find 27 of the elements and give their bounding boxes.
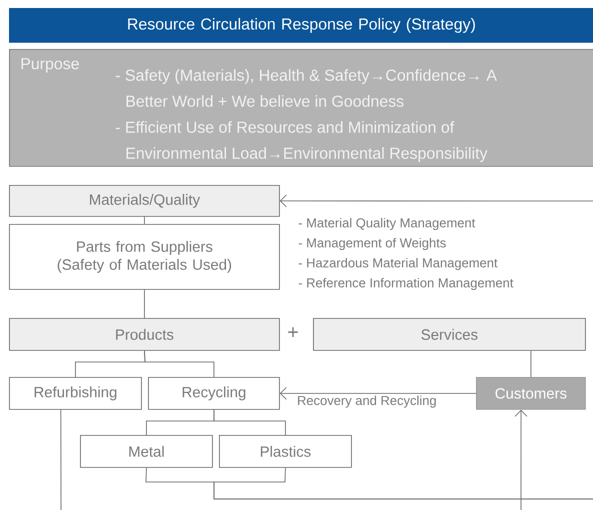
connector-line [280, 194, 593, 208]
connector-line [214, 409, 286, 436]
bullet-text: - Management of Weights [298, 238, 446, 250]
purpose-box: Purpose - Safety (Materials), Health & Safety→Confidence→ A Better World + We believe in Goodness - Efficient Use of Resources and Minimization of Environmental Load→Environmental Responsibility [9, 49, 593, 167]
process-box: Metal [80, 435, 213, 468]
bullet-text: - Reference Information Management [298, 278, 514, 290]
connector-line [144, 289, 145, 318]
connector-line [280, 387, 476, 400]
edge-label: Recovery and Recycling [296, 394, 438, 409]
process-box: Refurbishing [9, 377, 142, 410]
process-box: Customers [476, 377, 586, 410]
process-box: Plastics [219, 435, 352, 468]
bullet-text: - Material Quality Management [298, 218, 476, 230]
plus-sign: + [288, 327, 298, 337]
connector-line [214, 467, 593, 500]
connector-line [144, 216, 145, 224]
process-box: Products [9, 318, 280, 351]
connector-line [530, 350, 532, 378]
title-bar: Resource Circulation Response Policy (Strategy) [9, 8, 593, 43]
connector-line [60, 409, 62, 510]
process-box: Parts from Suppliers (Safety of Materials Used) [9, 224, 280, 290]
bullet-text: - Hazardous Material Management [298, 258, 498, 270]
connector-line [144, 350, 214, 378]
connector-line [514, 410, 528, 510]
process-box: Services [313, 318, 586, 351]
process-box: Materials/Quality [9, 184, 280, 217]
process-box: Recycling [148, 377, 280, 410]
